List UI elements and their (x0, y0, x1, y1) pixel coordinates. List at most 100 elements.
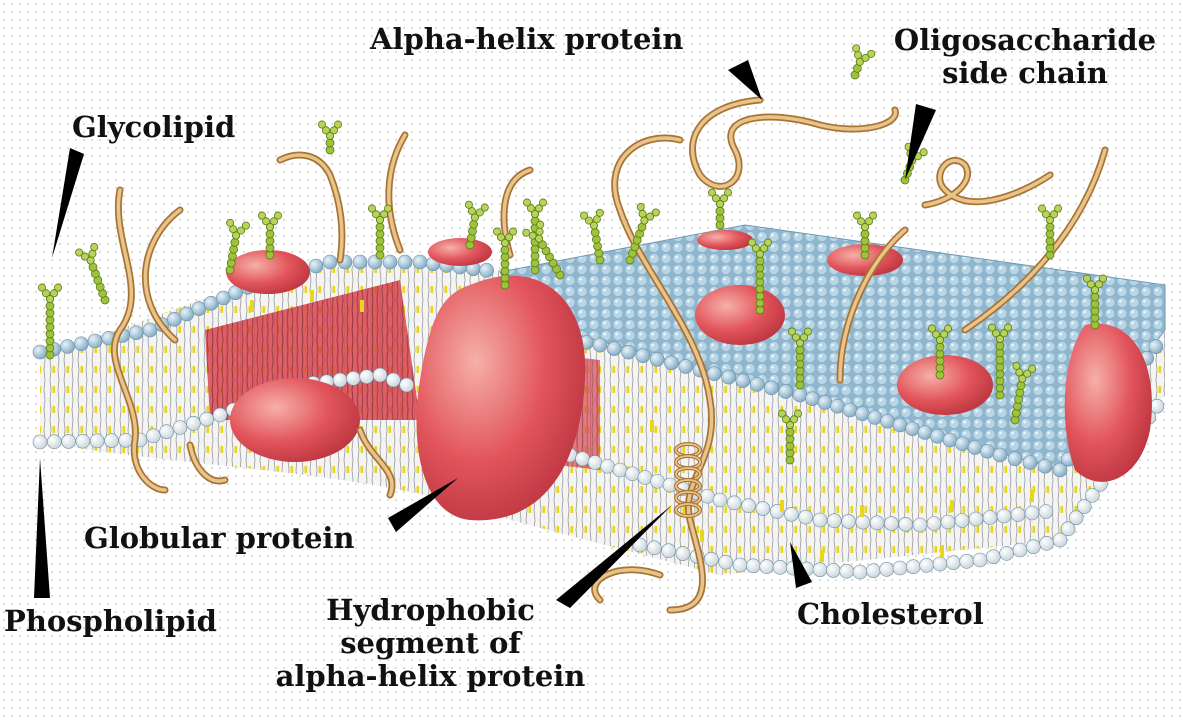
label-glycolipid: Glycolipid (72, 110, 236, 144)
phospholipid-head (812, 562, 828, 577)
phospholipid-head (826, 563, 841, 578)
pointer-phospholipid (34, 458, 50, 598)
phospholipid-head (664, 355, 679, 371)
phospholipid-head (1060, 521, 1076, 537)
phospholipid-head (842, 402, 858, 418)
cholesterol-molecule (1030, 490, 1034, 502)
oligosaccharide-chain (317, 120, 343, 155)
oligosaccharide-chain (492, 227, 518, 290)
phospholipid-head (930, 428, 945, 444)
phospholipid-head (1068, 510, 1084, 525)
pointer-hydrophobic (556, 505, 672, 608)
phospholipid-head (830, 398, 845, 414)
phospholipid-head (346, 371, 361, 386)
oligosaccharide-chain (777, 409, 803, 465)
phospholipid-head (992, 447, 1008, 463)
phospholipid-head (32, 434, 48, 450)
phospholipid-head (855, 514, 871, 530)
phospholipid-head (764, 380, 779, 396)
phospholipid-head (128, 325, 144, 341)
phospholipid-head (712, 492, 728, 508)
phospholipid-head (382, 254, 398, 270)
phospholipid-head (972, 552, 988, 568)
phospholipid-head (917, 425, 933, 440)
oligosaccharide-chain (225, 218, 250, 275)
phospholipid-head (732, 557, 748, 573)
label-hydrophobic-line3: alpha-helix protein (275, 659, 586, 693)
phospholipid-head (778, 384, 794, 399)
label-oligosaccharide-line1: Oligosaccharide (893, 23, 1157, 57)
phospholipid-head (852, 564, 868, 580)
phospholipid-head (841, 514, 856, 529)
phospholipid-head (61, 434, 76, 449)
phospholipid-head (179, 306, 194, 322)
phospholipid-head (1039, 536, 1054, 551)
phospholipid-head (726, 495, 742, 511)
phospholipid-head (1052, 462, 1068, 478)
globular-protein-front-right (897, 355, 993, 415)
cholesterol-molecule (310, 290, 314, 302)
phospholipid-head (216, 290, 231, 306)
helix-turn-highlight (675, 503, 701, 517)
phospholipid-head (817, 395, 833, 410)
oligosaccharide-chain (787, 327, 813, 390)
phospholipid-head (826, 513, 842, 529)
phospholipid-head (1148, 339, 1164, 354)
cholesterol-molecule (820, 550, 824, 562)
phospholipid-head (879, 562, 894, 577)
phospholipid-head (592, 337, 608, 353)
pointer-cholesterol (790, 542, 812, 588)
phospholipid-head (706, 366, 722, 381)
protein-strands (111, 96, 1109, 614)
phospholipid-head (600, 458, 615, 474)
phospholipid-head (1037, 458, 1053, 474)
phospholipid-head (866, 563, 881, 578)
phospholipid-head (1012, 542, 1028, 558)
phospholipid-head (479, 263, 494, 278)
phospholipid-head (332, 372, 348, 388)
globular-protein-lower-left (230, 378, 360, 462)
phospholipid-head (87, 333, 103, 349)
cholesterol-molecule (360, 300, 364, 312)
label-hydrophobic-line1: Hydrophobic (326, 593, 535, 627)
phospholipid-head (308, 258, 324, 274)
oligosaccharide-chain (927, 324, 953, 380)
phospholipid-head (898, 516, 914, 532)
phospholipid-head (621, 344, 636, 360)
phospholipid-head (955, 436, 970, 452)
cholesterol-molecule (250, 300, 254, 312)
phospholipid-head (587, 455, 603, 470)
phospholipid-head (792, 387, 808, 403)
cholesterol-molecule (650, 420, 654, 432)
globular-protein-large (416, 275, 586, 521)
phospholipid-head (784, 506, 799, 522)
globular-protein-upper-left (226, 250, 310, 294)
phospholipid-head (1010, 507, 1026, 522)
label-hydrophobic-segment: Hydrophobic segment of alpha-helix prote… (258, 594, 603, 693)
phospholipid-head (142, 322, 158, 338)
label-globular-protein: Globular protein (84, 521, 355, 555)
phospholipid-head (986, 549, 1001, 564)
phospholipid-head (359, 369, 374, 384)
cholesterol-molecule (860, 505, 864, 517)
phospholipid-head (322, 254, 338, 270)
oligosaccharide-chain (625, 203, 660, 265)
phospholipid-head (199, 411, 214, 427)
cholesterol-molecule (780, 500, 784, 512)
phospholipid-head (649, 351, 665, 367)
phospholipid-head (32, 344, 48, 360)
phospholipid-head (772, 560, 788, 575)
label-oligosaccharide-side-chain: Oligosaccharide side chain (870, 24, 1180, 90)
phospholipid-head (867, 410, 883, 425)
globular-protein-edge (1064, 323, 1152, 482)
phospholipid-head (880, 413, 895, 429)
label-cholesterol: Cholesterol (797, 597, 984, 631)
phospholipid-head (912, 517, 928, 533)
pointer-oligosaccharide (905, 104, 936, 180)
phospholipid-head (637, 470, 653, 485)
phospholipid-head (942, 432, 958, 448)
phospholipid-head (805, 391, 820, 407)
phospholipid-head (399, 377, 414, 393)
phospholipid-head (186, 416, 201, 431)
